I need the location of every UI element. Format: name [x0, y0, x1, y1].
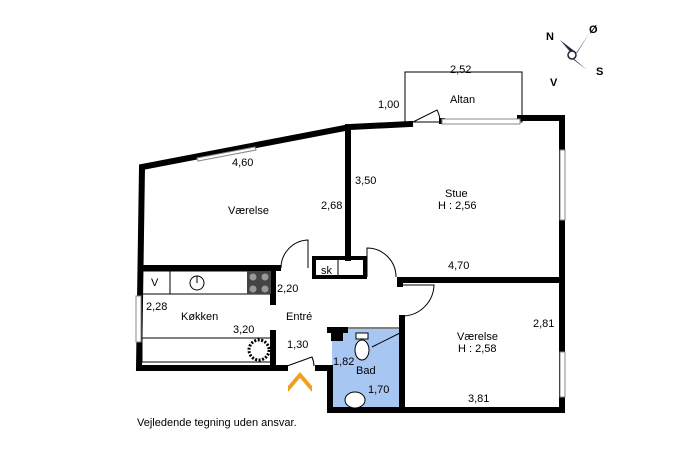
living-side: 3,50: [355, 175, 376, 187]
bedroom2-label: Værelse: [457, 331, 498, 343]
living-label: Stue: [445, 188, 468, 200]
bedroom2-bottom: 3,81: [468, 393, 489, 405]
ventilation-fan-icon: [247, 338, 271, 362]
window: [441, 118, 521, 125]
kitchen-counter: [141, 337, 272, 363]
window: [196, 146, 257, 162]
living-bottom: 4,70: [448, 260, 469, 272]
bath-label: Bad: [356, 365, 376, 377]
bath-bottom: 1,70: [368, 384, 389, 396]
bedroom1-label: Værelse: [228, 205, 269, 217]
balcony-label: Altan: [450, 94, 475, 106]
compass-north: N: [546, 31, 554, 43]
bedroom1-side: 2,68: [321, 200, 342, 212]
closet-label: sk: [321, 265, 333, 277]
bath-floor: [332, 329, 402, 407]
fridge-label: V: [151, 277, 159, 289]
entrance-arrow-icon: [288, 372, 312, 392]
compass-south: S: [596, 66, 603, 78]
kitchen-depth: 2,20: [277, 283, 298, 295]
washbasin-icon: [344, 391, 366, 409]
hall-door-width: 1,30: [287, 339, 308, 351]
closet: [312, 256, 367, 279]
disclaimer: Vejledende tegning uden ansvar.: [137, 417, 297, 429]
kitchen-side: 2,28: [146, 301, 167, 313]
hall-label: Entré: [286, 311, 312, 323]
balcony-depth: 1,00: [378, 99, 399, 111]
doors: [280, 109, 441, 367]
kitchen-length: 3,20: [233, 324, 254, 336]
living-height: H : 2,56: [438, 200, 477, 212]
window: [135, 295, 142, 343]
compass-west: V: [550, 77, 558, 89]
bedroom1-top: 4,60: [232, 157, 253, 169]
window: [559, 351, 566, 398]
walls: [135, 115, 565, 413]
window: [559, 149, 566, 221]
toilet-icon: [354, 339, 370, 361]
balcony-width: 2,52: [450, 64, 471, 76]
kitchen-label: Køkken: [181, 311, 218, 323]
bedroom2-side: 2,81: [533, 318, 554, 330]
bath-side: 1,82: [333, 356, 354, 368]
bedroom2-height: H : 2,58: [458, 343, 497, 355]
compass-rose-icon: N Ø S V: [546, 24, 603, 89]
compass-east: Ø: [589, 24, 598, 36]
